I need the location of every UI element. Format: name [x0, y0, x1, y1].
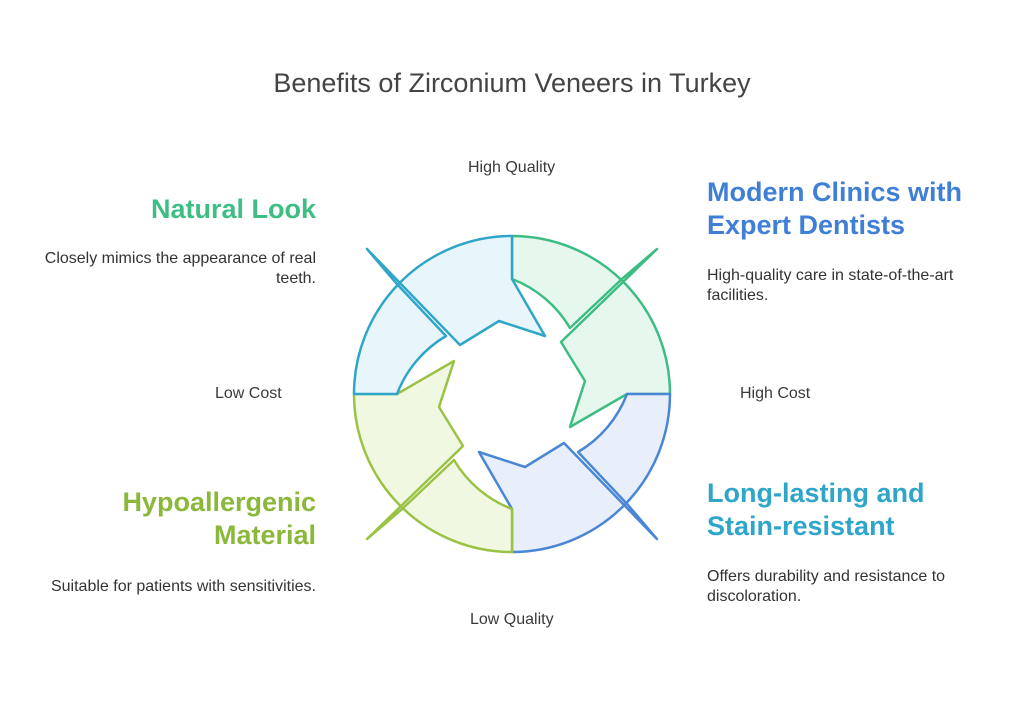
axis-label-top: High Quality	[468, 159, 556, 176]
quadrant-title-bottom-right: Long-lasting and Stain-resistant	[707, 478, 925, 541]
cycle-segment-top-left	[352, 234, 547, 396]
cycle-segment-top-right	[510, 234, 672, 429]
axis-label-right: High Cost	[740, 385, 811, 402]
quadrant-desc-top-right: High-quality care in state-of-the-art fa…	[707, 267, 954, 304]
page-title: Benefits of Zirconium Veneers in Turkey	[273, 68, 751, 98]
axis-label-left: Low Cost	[215, 385, 282, 402]
axis-label-bottom: Low Quality	[470, 611, 554, 628]
quadrant-desc-bottom-left: Suitable for patients with sensitivities…	[50, 578, 316, 595]
quadrant-title-bottom-left: Hypoallergenic Material	[122, 487, 316, 550]
quadrant-desc-top-left: Closely mimics the appearance of real te…	[44, 250, 316, 287]
quadrant-desc-bottom-right: Offers durability and resistance to disc…	[707, 568, 946, 605]
cycle-segment-bottom-right	[477, 392, 672, 554]
quadrant-title-top-left: Natural Look	[150, 194, 316, 224]
quadrant-title-top-right: Modern Clinics with Expert Dentists	[707, 177, 963, 240]
cycle-segment-bottom-left	[352, 359, 514, 554]
